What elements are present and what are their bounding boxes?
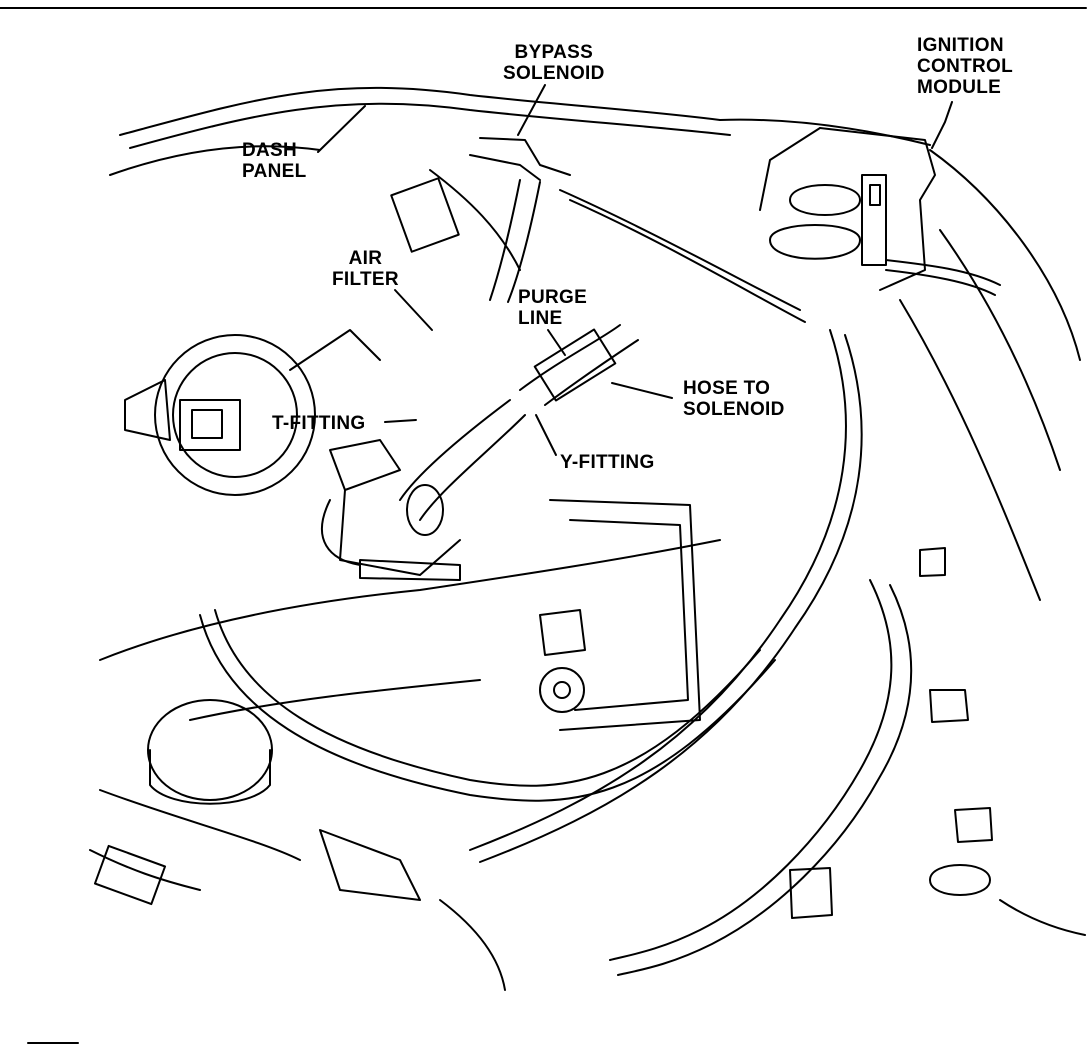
label-ignition-control-module: IGNITION CONTROL MODULE — [917, 35, 1014, 98]
label-t-fitting: T-FITTING — [272, 413, 366, 434]
leader-bypass-solenoid — [517, 84, 546, 136]
engine-block — [99, 499, 721, 731]
label-y-fitting: Y-FITTING — [560, 452, 655, 473]
leader-dash-panel — [317, 105, 366, 153]
distributor — [124, 329, 381, 496]
solenoid-hose — [469, 189, 863, 863]
leader-hose-to-solenoid — [611, 382, 673, 399]
right-fender — [899, 149, 1086, 936]
lower-hoses — [89, 609, 776, 991]
fitting-assembly — [320, 399, 526, 581]
leader-ignition-module — [931, 101, 953, 149]
leader-purge-line — [547, 329, 566, 356]
leader-y-fitting — [535, 414, 557, 456]
label-bypass-solenoid: BYPASS SOLENOID — [503, 42, 605, 84]
wiring-harness — [609, 547, 993, 976]
dash-panel-outline — [109, 86, 931, 176]
leader-t-fitting — [384, 419, 417, 423]
leader-air-filter — [394, 289, 433, 331]
label-hose-to-solenoid: HOSE TO SOLENOID — [683, 378, 785, 420]
ignition-control-module — [759, 127, 1001, 296]
label-dash-panel: DASH PANEL — [242, 140, 307, 182]
purge-line — [489, 179, 639, 406]
label-purge-line: PURGE LINE — [518, 287, 588, 329]
label-air-filter: AIR FILTER — [332, 248, 399, 290]
oil-filler-cap — [147, 699, 273, 805]
bypass-solenoid — [390, 137, 571, 271]
leader-lines — [317, 84, 953, 456]
